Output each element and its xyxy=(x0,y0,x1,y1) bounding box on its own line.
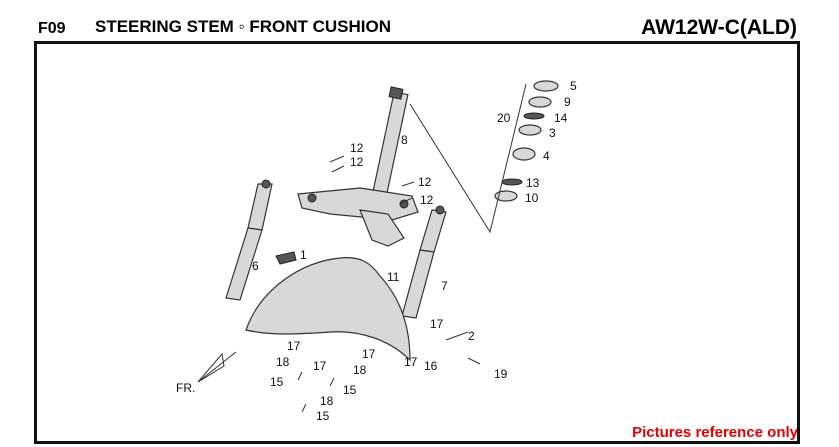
steering-stem-part xyxy=(297,86,419,247)
svg-text:15: 15 xyxy=(316,409,330,423)
svg-text:17: 17 xyxy=(430,317,444,331)
svg-text:15: 15 xyxy=(343,383,357,397)
svg-text:11: 11 xyxy=(387,270,400,284)
front-fender-part xyxy=(245,257,411,362)
svg-text:18: 18 xyxy=(353,363,367,377)
svg-text:17: 17 xyxy=(287,339,301,353)
svg-text:1: 1 xyxy=(300,248,307,262)
reference-note: Pictures reference only xyxy=(632,424,798,441)
bearing-stack xyxy=(409,80,559,234)
diagram-frame xyxy=(34,41,800,444)
right-fork-part xyxy=(401,205,447,319)
svg-text:7: 7 xyxy=(441,279,448,293)
svg-text:6: 6 xyxy=(252,259,259,273)
part-labels: 5 9 14 3 4 13 10 20 8 12 12 12 12 1 6 11… xyxy=(176,79,577,423)
left-fork-part xyxy=(225,179,273,301)
figure-title: STEERING STEM ◦ FRONT CUSHION xyxy=(95,17,391,36)
svg-text:8: 8 xyxy=(401,133,408,147)
svg-text:FR.: FR. xyxy=(176,381,195,395)
svg-text:2: 2 xyxy=(468,329,475,343)
svg-text:10: 10 xyxy=(525,191,539,205)
bolts xyxy=(297,155,481,413)
model-code: AW12W-C(ALD) xyxy=(641,16,797,39)
svg-text:12: 12 xyxy=(350,141,364,155)
svg-text:12: 12 xyxy=(420,193,434,207)
svg-text:12: 12 xyxy=(418,175,432,189)
svg-text:17: 17 xyxy=(362,347,376,361)
svg-text:12: 12 xyxy=(350,155,364,169)
svg-text:17: 17 xyxy=(313,359,327,373)
svg-text:14: 14 xyxy=(554,111,568,125)
svg-text:9: 9 xyxy=(564,95,571,109)
svg-text:5: 5 xyxy=(570,79,577,93)
svg-text:16: 16 xyxy=(424,359,438,373)
bracket-part xyxy=(275,251,297,265)
svg-text:18: 18 xyxy=(276,355,290,369)
svg-text:19: 19 xyxy=(494,367,508,381)
svg-text:4: 4 xyxy=(543,149,550,163)
svg-text:15: 15 xyxy=(270,375,284,389)
svg-text:13: 13 xyxy=(526,176,540,190)
svg-text:20: 20 xyxy=(497,111,511,125)
front-direction-arrow xyxy=(197,351,237,383)
figure-code: F09 xyxy=(38,20,66,37)
svg-text:18: 18 xyxy=(320,394,334,408)
svg-text:3: 3 xyxy=(549,126,556,140)
svg-text:17: 17 xyxy=(404,355,418,369)
